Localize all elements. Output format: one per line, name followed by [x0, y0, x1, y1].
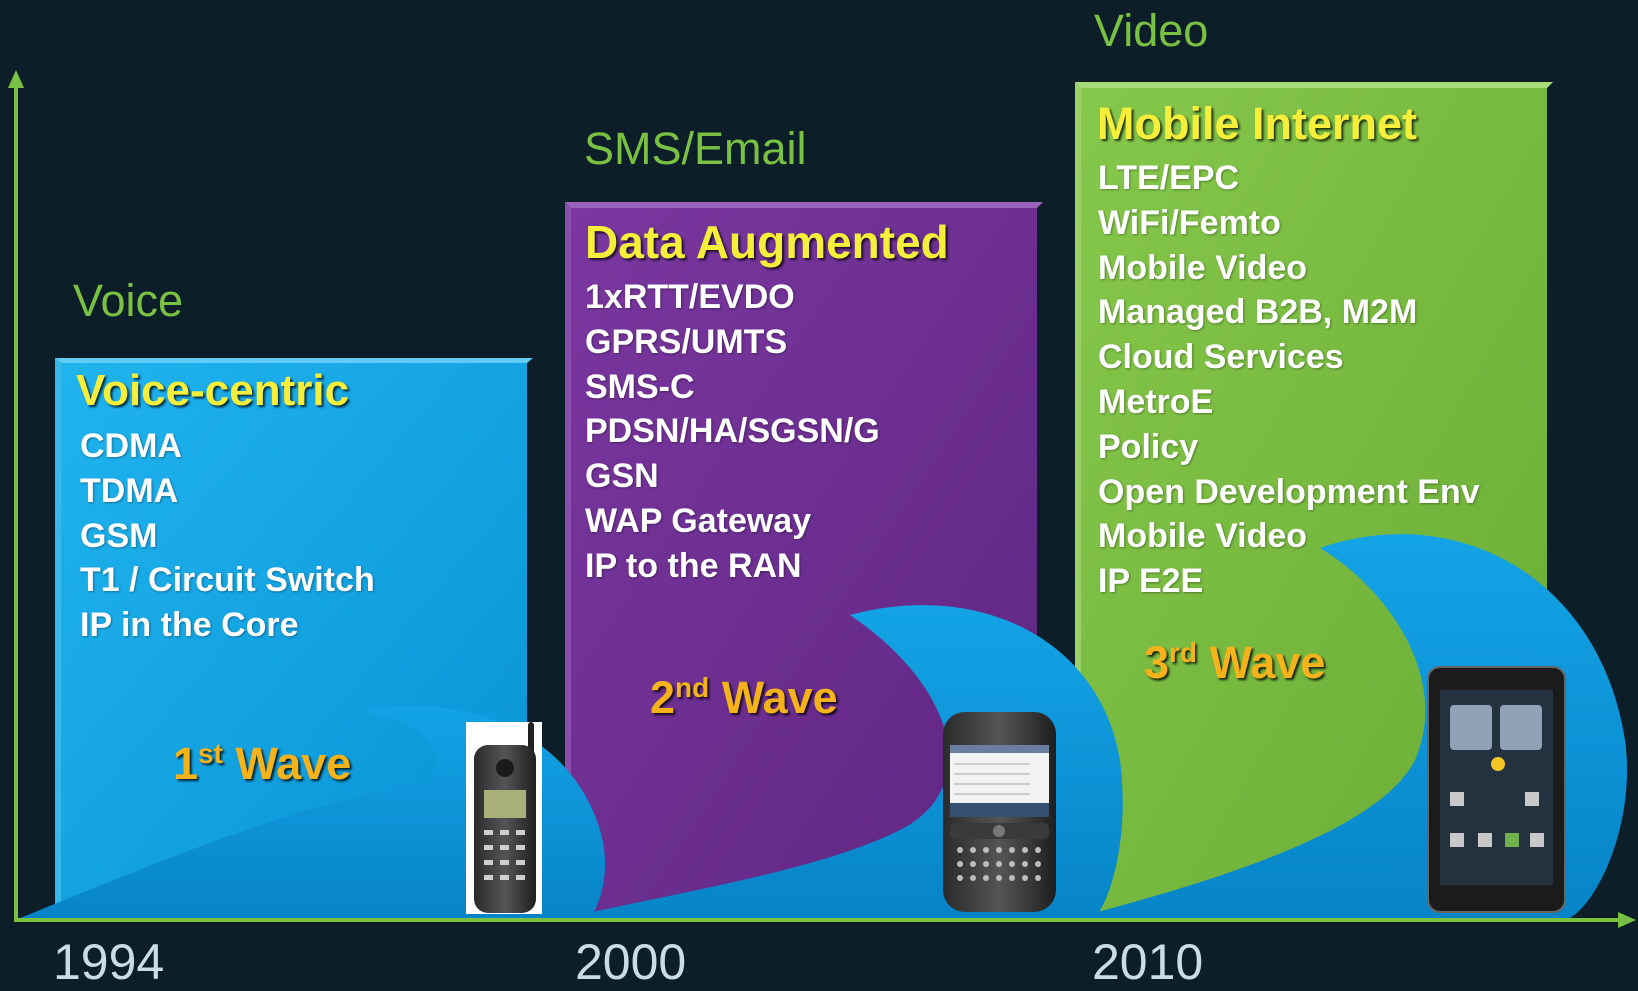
- voice-centric-title: Voice-centric: [76, 366, 350, 415]
- blackberry-phone-icon: [943, 712, 1056, 912]
- first-wave-shape: [20, 706, 606, 918]
- era-label-video: Video: [1094, 5, 1209, 56]
- wave-number: 3: [1144, 637, 1170, 688]
- list-item: LTE/EPC: [1098, 159, 1240, 197]
- list-item: Mobile Video: [1098, 248, 1308, 287]
- list-item: GPRS/UMTS: [585, 322, 788, 361]
- wave-ordinal: rd: [1169, 637, 1198, 668]
- list-item: IP in the Core: [80, 606, 299, 645]
- wave-number: 1: [173, 738, 199, 789]
- list-item: Open Development Env: [1098, 472, 1480, 511]
- year-label-2010: 2010: [1092, 934, 1204, 990]
- x-axis-arrow: [1618, 912, 1636, 928]
- mobile-internet-title: Mobile Internet: [1097, 98, 1418, 149]
- data-augmented-list: 1xRTT/EVDO GPRS/UMTS SMS-C PDSN/HA/SGSN/…: [585, 275, 880, 589]
- list-item: SMS-C: [585, 367, 695, 406]
- third-wave-label: 3rd Wave: [1144, 637, 1325, 689]
- voice-centric-list: CDMA TDMA GSM T1 / Circuit Switch IP in …: [80, 424, 375, 648]
- wave-number: 2: [650, 672, 676, 723]
- feature-phone-icon: [466, 722, 542, 914]
- list-item: Managed B2B, M2M: [1098, 293, 1418, 332]
- list-item: Cloud Services: [1098, 338, 1344, 377]
- data-augmented-title: Data Augmented: [585, 216, 949, 268]
- wave-word: Wave: [721, 672, 838, 723]
- list-item: T1 / Circuit Switch: [80, 561, 375, 600]
- list-item: Policy: [1098, 427, 1199, 466]
- smartphone-icon: [1427, 666, 1566, 913]
- list-item: IP to the RAN: [585, 546, 802, 585]
- list-item: PDSN/HA/SGSN/G: [585, 412, 880, 451]
- year-label-2000: 2000: [575, 934, 687, 990]
- first-wave-label: 1st Wave: [173, 738, 351, 790]
- year-label-1994: 1994: [53, 934, 165, 990]
- wave-word: Wave: [1209, 637, 1326, 688]
- list-item: WAP Gateway: [585, 501, 812, 540]
- list-item: GSN: [585, 457, 659, 496]
- era-label-voice: Voice: [73, 275, 184, 326]
- list-item: TDMA: [80, 471, 179, 510]
- mobile-internet-list: LTE/EPC WiFi/Femto Mobile Video Managed …: [1098, 156, 1480, 604]
- list-item: MetroE: [1098, 382, 1214, 421]
- wave-ordinal: nd: [675, 672, 710, 703]
- second-wave-label: 2nd Wave: [650, 672, 838, 724]
- list-item: CDMA: [80, 427, 182, 465]
- list-item: GSM: [80, 516, 158, 555]
- list-item: WiFi/Femto: [1098, 203, 1281, 242]
- era-label-sms-email: SMS/Email: [584, 123, 807, 174]
- list-item: IP E2E: [1098, 562, 1204, 601]
- wave-ordinal: st: [198, 738, 223, 769]
- list-item: 1xRTT/EVDO: [585, 278, 795, 316]
- y-axis-arrow: [8, 70, 24, 88]
- wave-word: Wave: [235, 738, 352, 789]
- list-item: Mobile Video: [1098, 517, 1308, 556]
